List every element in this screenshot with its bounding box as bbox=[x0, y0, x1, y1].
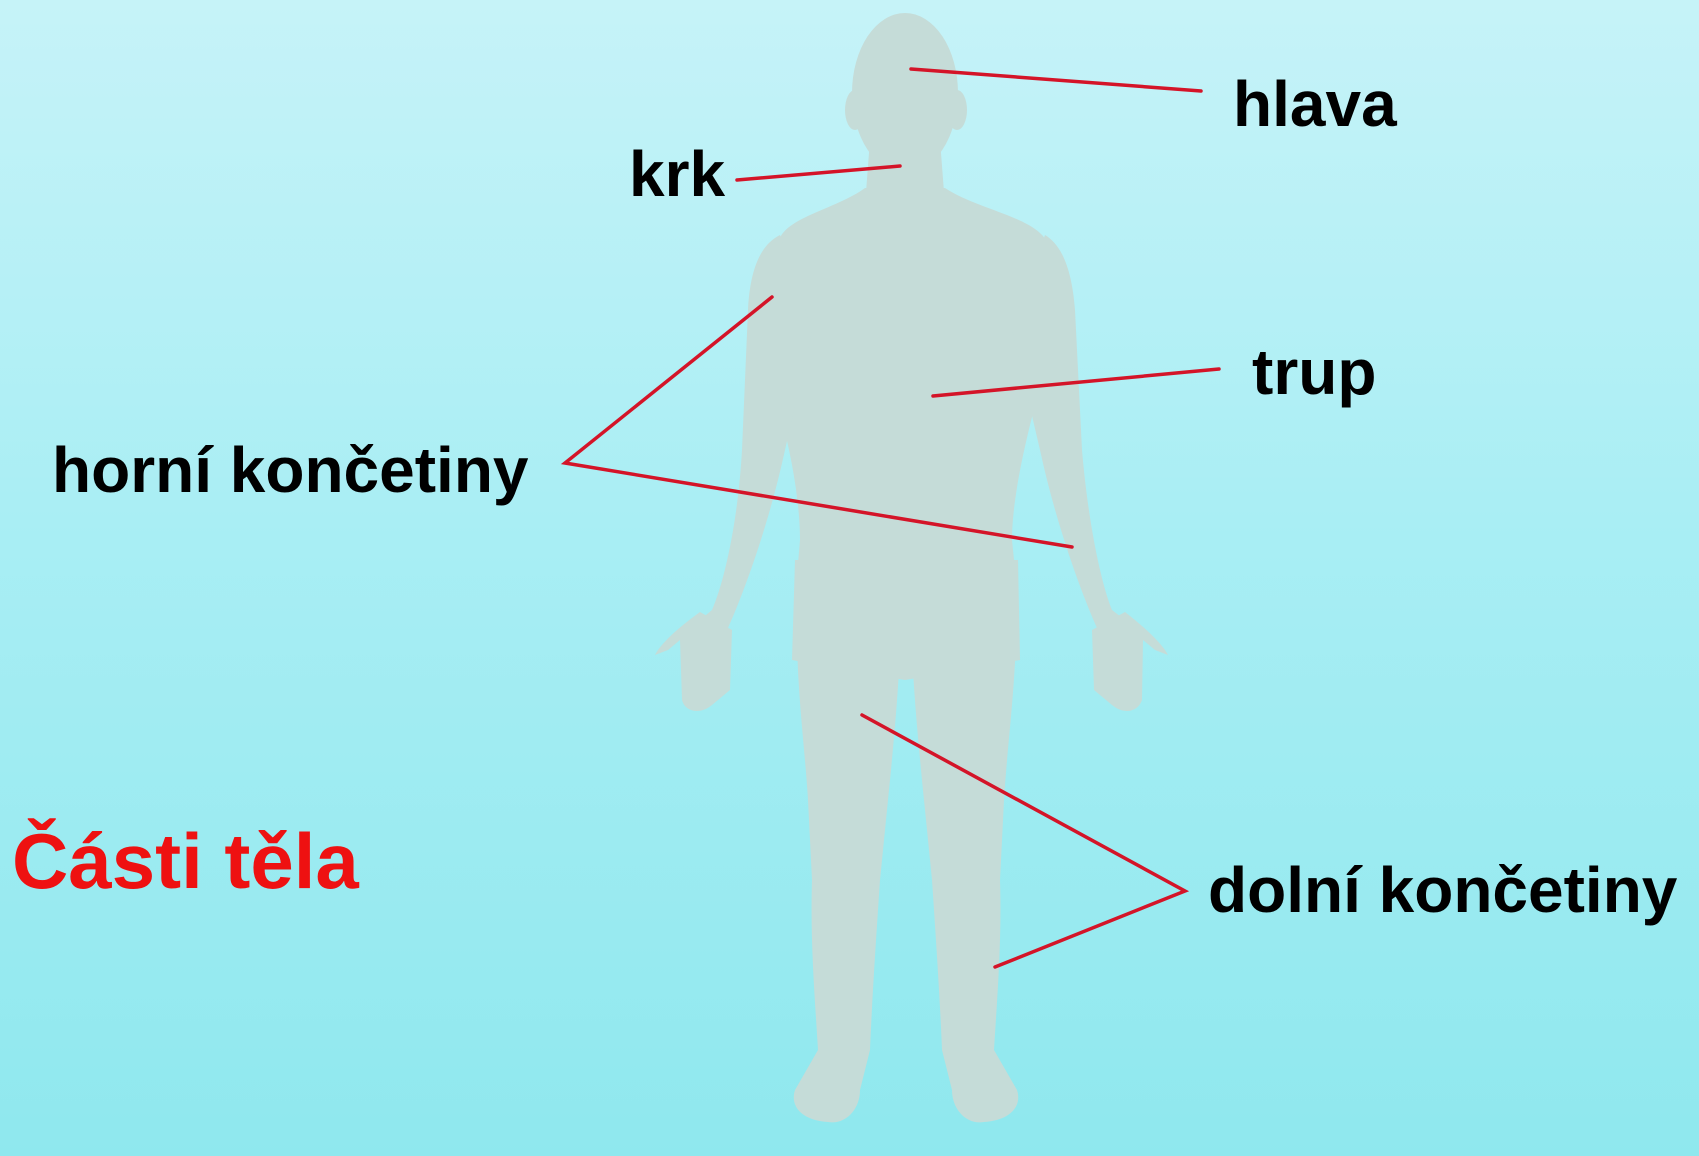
silhouette-right-ear bbox=[947, 90, 967, 130]
label-lower-limbs: dolní končetiny bbox=[1208, 858, 1677, 922]
label-trunk: trup bbox=[1252, 340, 1376, 404]
human-silhouette bbox=[655, 13, 1168, 1122]
silhouette-right-arm bbox=[1012, 235, 1125, 628]
silhouette-left-leg bbox=[794, 640, 900, 1122]
silhouette-left-hand bbox=[655, 612, 732, 711]
leader-line-lower-limbs bbox=[862, 715, 1185, 967]
silhouette-torso bbox=[770, 188, 1048, 600]
diagram-title: Části těla bbox=[12, 822, 359, 900]
silhouette-left-ear bbox=[845, 90, 865, 130]
silhouette-right-hand bbox=[1092, 612, 1168, 711]
label-head: hlava bbox=[1233, 72, 1397, 136]
label-upper-limbs: horní končetiny bbox=[52, 438, 529, 502]
silhouette-right-leg bbox=[912, 640, 1018, 1122]
label-neck: krk bbox=[629, 142, 725, 206]
